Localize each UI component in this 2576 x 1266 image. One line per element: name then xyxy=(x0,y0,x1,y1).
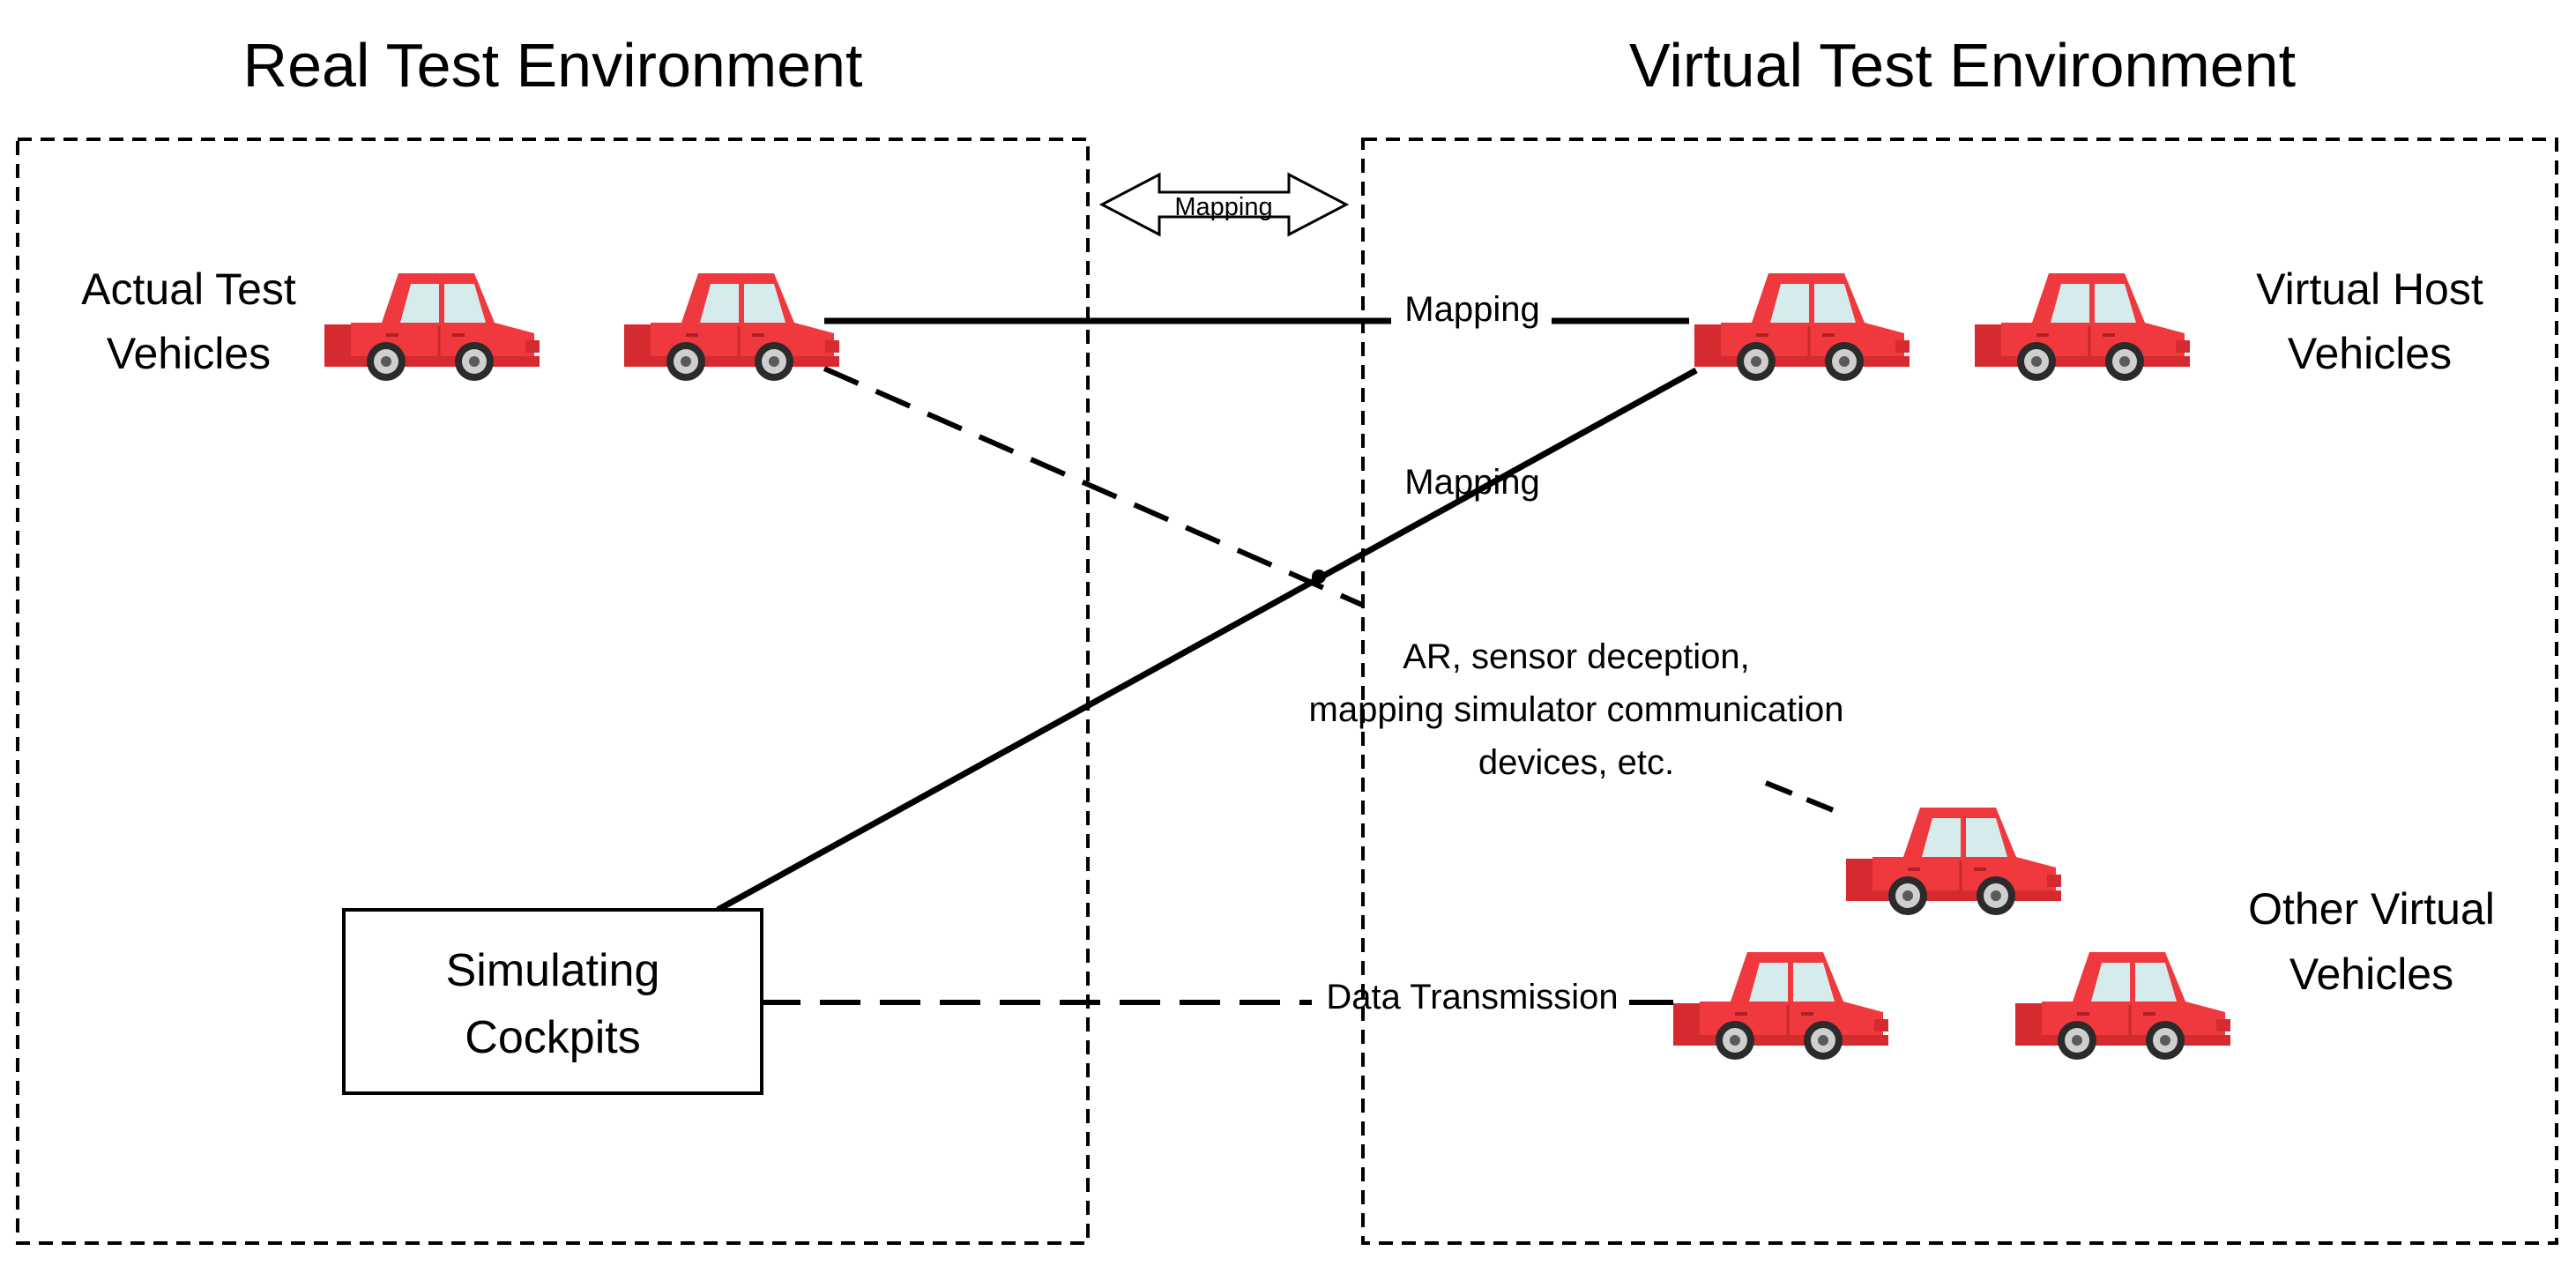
actual-vehicles-label-line1: Actual Test xyxy=(81,264,296,314)
data-transmission-label: Data Transmission xyxy=(1326,978,1618,1017)
ar-dashed-line-upper xyxy=(823,366,1364,607)
actual-vehicles-label-line2: Vehicles xyxy=(107,329,271,378)
ar-label-line3: devices, etc. xyxy=(1478,743,1674,782)
arrow-mapping-label: Mapping xyxy=(1174,193,1272,221)
other-virtual-vehicle-1 xyxy=(1844,806,2063,917)
real-environment-box xyxy=(16,138,1090,1245)
other-virtual-label-line2: Vehicles xyxy=(2289,950,2453,999)
virtual-environment-title: Virtual Test Environment xyxy=(1629,31,2296,100)
other-virtual-label-line1: Other Virtual xyxy=(2248,884,2495,934)
cockpit-label-line2: Cockpits xyxy=(465,1012,640,1063)
ar-dashed-line-lower xyxy=(1764,780,1837,814)
other-virtual-vehicle-3 xyxy=(2014,950,2232,1061)
virtual-host-label-line2: Vehicles xyxy=(2288,329,2452,378)
ar-label-line2: mapping simulator communication xyxy=(1309,690,1844,729)
simulating-cockpits-box xyxy=(342,908,763,1095)
bidirectional-mapping-arrow xyxy=(1098,172,1350,237)
mapping-line-diagonal xyxy=(716,367,1698,913)
real-environment-title: Real Test Environment xyxy=(243,31,863,100)
virtual-host-vehicle-2 xyxy=(1973,272,2192,383)
other-virtual-vehicle-2 xyxy=(1671,950,1890,1061)
virtual-host-vehicle-1 xyxy=(1693,272,1911,383)
line-crossing-dot xyxy=(1312,570,1326,584)
virtual-environment-box xyxy=(1361,138,2558,1245)
virtual-host-label-line1: Virtual Host xyxy=(2256,264,2483,314)
mapping-label-diagonal: Mapping xyxy=(1404,463,1539,502)
actual-test-vehicle-1 xyxy=(323,272,541,383)
ar-label-line1: AR, sensor deception, xyxy=(1403,637,1750,676)
actual-test-vehicle-2 xyxy=(622,272,841,383)
mapping-label-top: Mapping xyxy=(1404,290,1539,329)
cockpit-label-line1: Simulating xyxy=(446,945,660,996)
